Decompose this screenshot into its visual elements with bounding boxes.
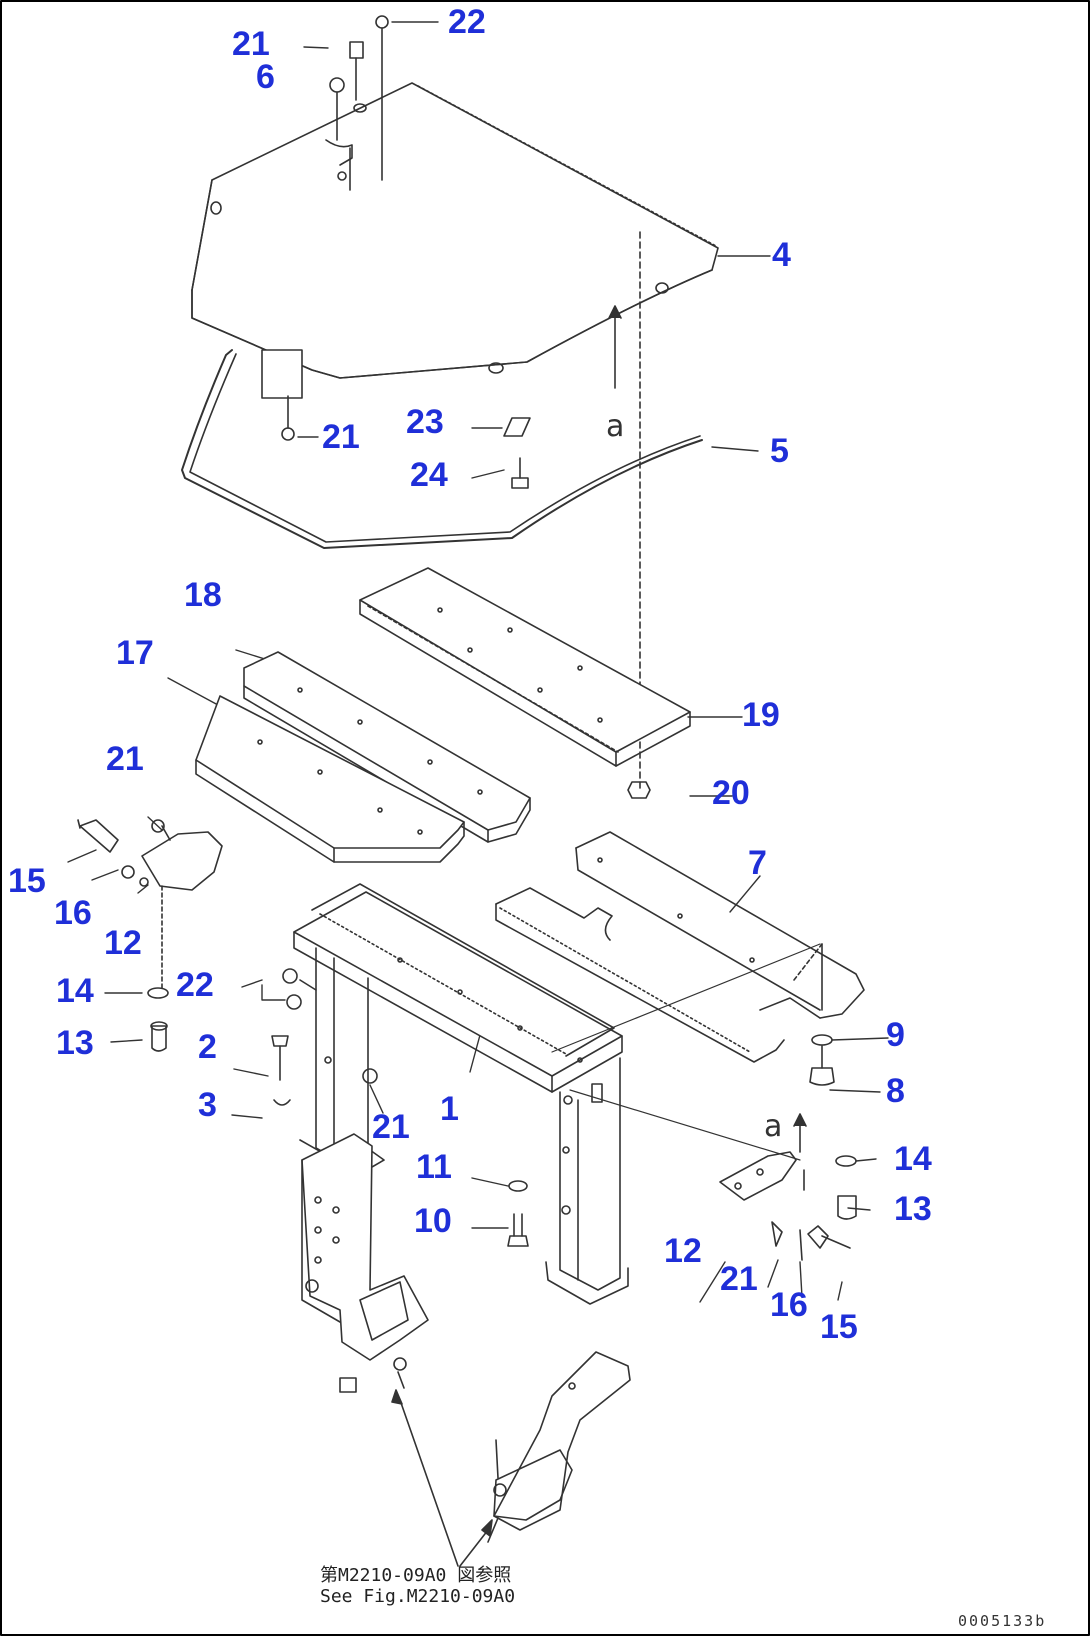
callout-21-frame: 21 (372, 1108, 410, 1146)
leader-lines (67, 21, 889, 1303)
drawing-number: 0005133b (958, 1612, 1047, 1630)
alignment-mark-a-upper: a (606, 409, 625, 444)
callout-3: 3 (198, 1086, 217, 1124)
plate-part-19 (359, 567, 691, 767)
callout-17: 17 (116, 634, 154, 672)
bolt-washer-parts-2-3 (271, 1035, 291, 1106)
callout-22-frame: 22 (176, 966, 214, 1004)
callout-12-right: 12 (664, 1232, 702, 1270)
callout-14-left: 14 (56, 972, 94, 1010)
callout-22-top: 22 (448, 3, 486, 41)
callout-23: 23 (406, 403, 444, 441)
reference-note: 第M2210-09A0 図参照 See Fig.M2210-09A0 (320, 1565, 516, 1607)
callout-13-right: 13 (894, 1190, 932, 1228)
callout-7: 7 (748, 844, 767, 882)
callout-19: 19 (742, 696, 780, 734)
callout-8: 8 (886, 1072, 905, 1110)
reference-arrows (391, 1389, 493, 1567)
callout-21-cover: 21 (322, 418, 360, 456)
right-bracket-parts-12-13-14-15-16 (569, 1089, 857, 1261)
plate-part-18 (243, 651, 531, 843)
right-washer-bolt-parts-8-9 (551, 943, 835, 1086)
member-part-7 (495, 831, 865, 1063)
callout-13-left: 13 (56, 1024, 94, 1062)
mount-bracket-left (301, 1133, 429, 1393)
callout-21-right: 21 (720, 1260, 758, 1298)
mount-bracket-right (487, 1351, 631, 1543)
callout-11: 11 (416, 1148, 452, 1186)
alignment-mark-a-lower: a (764, 1109, 783, 1144)
reference-note-english: See Fig.M2210-09A0 (320, 1585, 516, 1607)
callout-5: 5 (770, 432, 789, 470)
callout-15-left: 15 (8, 862, 46, 900)
frame-bolt-parts-22 (282, 968, 378, 1084)
cover-part-4 (191, 82, 719, 399)
callout-24: 24 (410, 456, 448, 494)
clip-and-bolt-parts-23-24 (281, 395, 531, 489)
left-bracket-parts-12-15-16 (77, 819, 223, 991)
left-washer-bolt-parts-13-14 (147, 987, 169, 1052)
callout-12-left: 12 (104, 924, 142, 962)
callout-21-left: 21 (106, 740, 144, 778)
frame-part-1 (293, 883, 629, 1305)
rod-and-cap-parts-6-22 (325, 15, 389, 191)
callout-10: 10 (414, 1202, 452, 1240)
plate-part-17 (195, 695, 465, 863)
nut-part-20 (627, 781, 651, 799)
callout-16-right: 16 (770, 1286, 808, 1324)
bolt-washer-parts-10-11 (507, 1180, 529, 1247)
callout-15-right: 15 (820, 1308, 858, 1346)
callout-4: 4 (772, 236, 791, 274)
alignment-arrow-lower (793, 1113, 807, 1153)
callout-6: 6 (256, 58, 275, 96)
callout-18: 18 (184, 576, 222, 614)
callout-14-right: 14 (894, 1140, 932, 1178)
reference-note-japanese: 第M2210-09A0 図参照 (320, 1565, 512, 1586)
callout-21-top: 21 (232, 25, 270, 63)
callout-9: 9 (886, 1016, 905, 1054)
callout-2: 2 (198, 1028, 217, 1066)
callout-16-left: 16 (54, 894, 92, 932)
callout-1: 1 (440, 1090, 459, 1128)
gasket-part-5 (181, 349, 703, 549)
callout-20: 20 (712, 774, 750, 812)
